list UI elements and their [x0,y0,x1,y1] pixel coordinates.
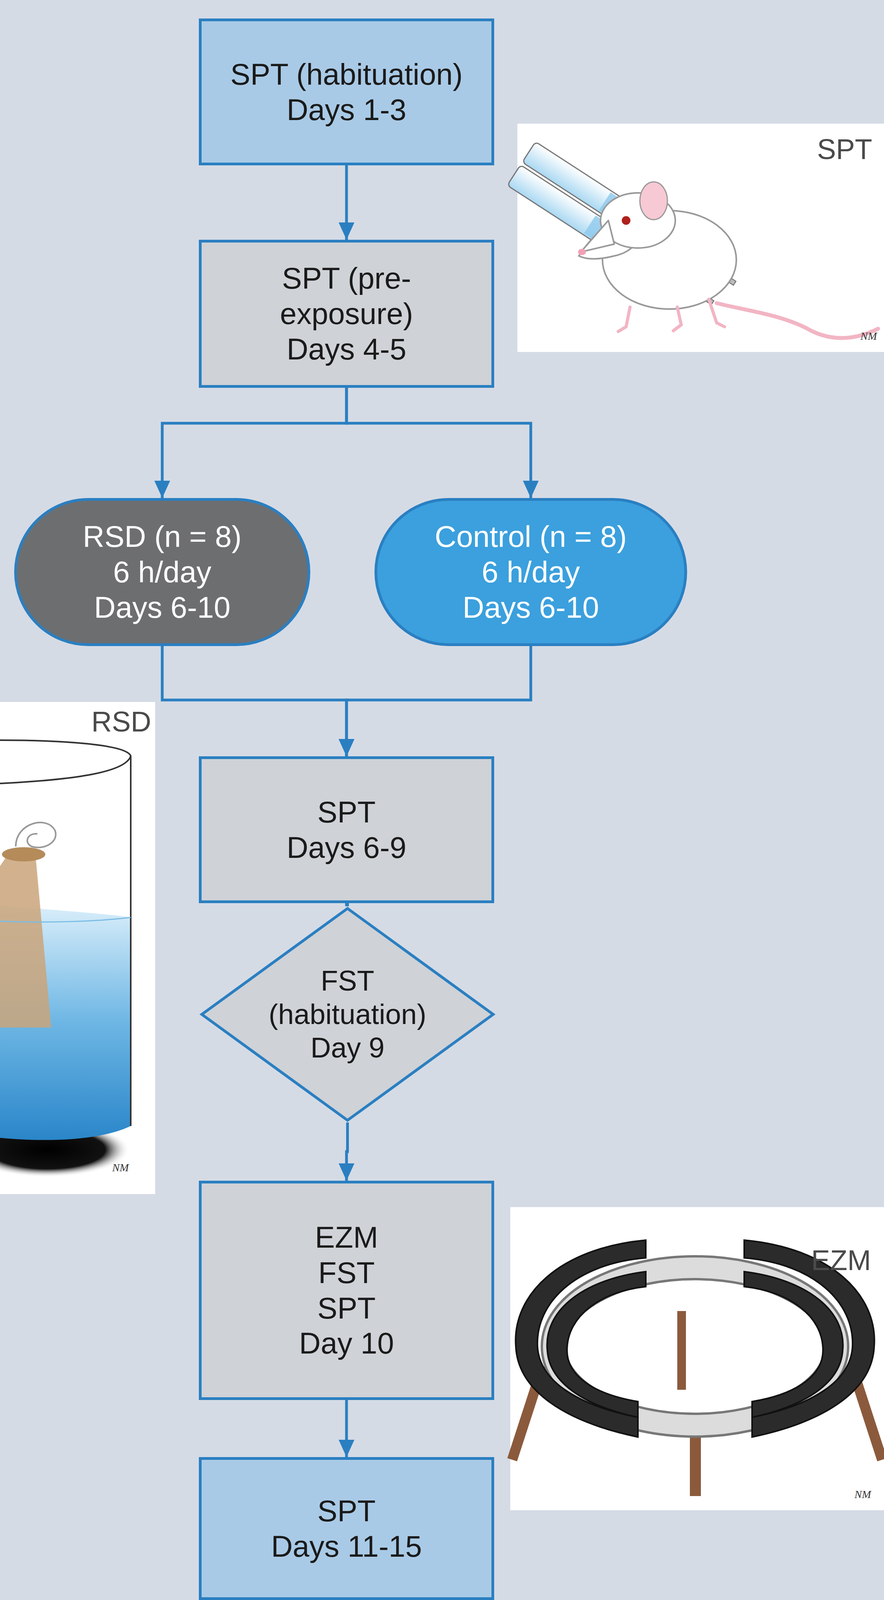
artist-signature: NM [112,1161,129,1175]
flow-arrow [346,1122,348,1181]
node-text: Control (n = 8) [434,518,627,555]
rsd-illustration [0,702,156,1195]
node-text: Day 9 [310,1031,385,1065]
node-text: SPT (pre-exposure) [279,260,414,332]
node-text: SPT [317,1493,376,1529]
flow-arrow [345,1400,349,1458]
node-text: SPT [317,794,376,831]
node-text: 6 h/day [481,554,580,590]
node-text: FST (habituation) [268,964,427,1032]
flow-arrow [162,646,347,757]
panel-label: SPT [817,133,873,166]
panel-label: EZM [811,1244,872,1277]
process-box: SPTDays 6-9 [198,756,495,904]
artist-signature: NM [860,329,877,343]
flow-arrow [162,387,347,499]
node-text: Days 6-9 [286,830,407,866]
node-text: 6 h/day [113,554,212,590]
process-box: EZM FST SPTDay 10 [198,1180,495,1401]
node-text: SPT (habituation) [230,56,463,93]
node-text: Days 4-5 [286,331,407,367]
artist-signature: NM [854,1488,872,1502]
node-text: Days 6-10 [462,589,599,626]
flow-arrow [346,903,348,907]
node-text: Days 1-3 [286,92,407,128]
decision-diamond: FST (habituation)Day 9 [198,906,497,1123]
spt-illustration [505,123,884,353]
flow-arrow [346,387,531,499]
process-box: SPT (habituation)Days 1-3 [198,18,495,166]
process-box: SPTDays 11-15 [198,1457,495,1600]
group-terminal: RSD (n = 8)6 h/dayDays 6-10 [14,498,311,647]
flow-arrow [345,165,349,240]
node-text: Days 6-10 [94,589,231,626]
flow-arrow [346,646,531,757]
panel-label: RSD [91,705,152,738]
process-box: SPT (pre-exposure)Days 4-5 [198,239,495,388]
ezm-illustration [507,1207,884,1511]
group-terminal: Control (n = 8)6 h/dayDays 6-10 [374,498,688,647]
node-text: EZM FST SPT [315,1219,379,1326]
node-text: Day 10 [299,1325,395,1362]
node-text: Days 11-15 [270,1528,422,1565]
node-text: RSD (n = 8) [82,518,242,555]
